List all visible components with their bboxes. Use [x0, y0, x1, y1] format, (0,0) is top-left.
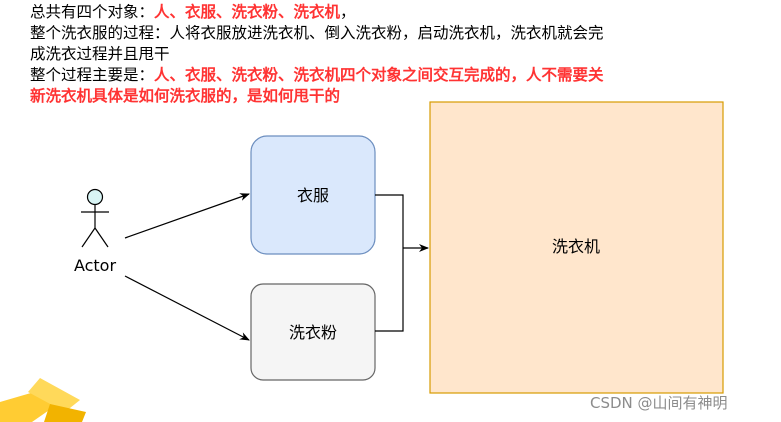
actor-label: Actor [74, 256, 117, 275]
detergent-node [250, 283, 376, 381]
summary-prefix: 整个过程主要是： [30, 66, 155, 84]
summary-line-1: 整个过程主要是：人、衣服、洗衣粉、洗衣机四个对象之间交互完成的，人不需要关 [30, 65, 680, 86]
detergent-to-washer-connector [375, 248, 404, 332]
actor-head [86, 188, 104, 206]
objects-line: 总共有四个对象：人、衣服、洗衣粉、洗衣机， [30, 2, 680, 23]
detergent-label: 洗衣粉 [289, 323, 337, 342]
washer-label: 洗衣机 [552, 237, 600, 256]
clothes-to-washer-connector [375, 194, 404, 248]
intro-text: 总共有四个对象：人、衣服、洗衣粉、洗衣机， 整个洗衣服的过程：人将衣服放进洗衣机… [30, 2, 680, 107]
actor-figure [81, 188, 109, 248]
actor-to-detergent-arrow [124, 275, 250, 341]
actor-right-leg [94, 227, 109, 248]
actor-left-leg [81, 227, 96, 248]
washer-node [429, 101, 724, 394]
watermark-text: CSDN @山间有神明 [590, 394, 728, 412]
summary-highlight-2: 新洗衣机具体是如何洗衣服的，是如何甩干的 [30, 87, 341, 105]
objects-prefix: 总共有四个对象： [30, 3, 155, 21]
clothes-label: 衣服 [297, 186, 329, 205]
actor-to-clothes-arrow [124, 193, 250, 239]
process-line-2: 成洗衣过程并且甩干 [30, 45, 170, 63]
summary-highlight-1: 人、衣服、洗衣粉、洗衣机四个对象之间交互完成的，人不需要关 [154, 66, 604, 84]
objects-highlight: 人、衣服、洗衣粉、洗衣机 [154, 3, 341, 21]
summary-line-2: 新洗衣机具体是如何洗衣服的，是如何甩干的 [30, 86, 680, 107]
process-line-1: 整个洗衣服的过程：人将衣服放进洗衣机、倒入洗衣粉，启动洗衣机，洗衣机就会完 [30, 24, 604, 42]
decorative-ribbon-icon [0, 378, 86, 422]
objects-suffix: ， [340, 3, 356, 21]
